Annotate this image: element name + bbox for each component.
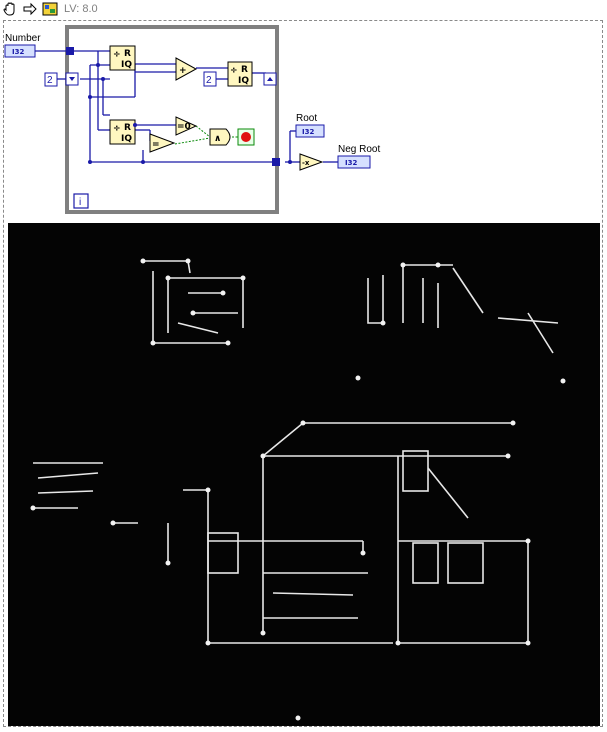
quotient-r-label: R <box>124 49 131 59</box>
and-node[interactable]: ∧ <box>210 129 230 145</box>
video-sketch <box>8 223 600 726</box>
number-type-tag: I32 <box>12 48 24 56</box>
neg-root-label: Neg Root <box>338 144 380 155</box>
add-node[interactable]: + <box>176 58 196 80</box>
equal-symbol: = <box>152 140 160 150</box>
negate-node[interactable]: -x <box>300 154 322 170</box>
quotient-remainder-node-1[interactable]: ÷ R IQ <box>110 46 135 70</box>
quotient-r-label-2: R <box>124 123 131 133</box>
neg-root-type-tag: I32 <box>345 159 357 167</box>
block-diagram: i Number I32 <box>0 0 607 222</box>
quotient-remainder-node-3[interactable]: ÷ R IQ <box>228 62 252 86</box>
negate-symbol: -x <box>302 159 310 167</box>
video-frame <box>8 223 600 726</box>
const-two-loop-value: 2 <box>206 75 212 86</box>
quotient-remainder-node-2[interactable]: ÷ R IQ <box>110 120 135 144</box>
stop-icon <box>241 132 251 142</box>
add-symbol: + <box>179 66 187 76</box>
svg-text:÷: ÷ <box>113 50 121 60</box>
svg-text:÷: ÷ <box>113 124 121 134</box>
quotient-iq-label: IQ <box>121 60 132 70</box>
loop-index-label: i <box>79 197 81 208</box>
and-symbol: ∧ <box>214 134 221 144</box>
quotient-r-label-3: R <box>241 65 248 75</box>
wire-junctions <box>88 63 292 164</box>
root-type-tag: I32 <box>302 128 314 136</box>
stop-terminal[interactable] <box>238 129 254 145</box>
output-tunnel <box>272 158 280 166</box>
number-label: Number <box>5 33 41 44</box>
quotient-iq-label-3: IQ <box>238 76 249 86</box>
const-two-input-value: 2 <box>47 75 53 86</box>
svg-text:÷: ÷ <box>230 66 238 76</box>
quotient-iq-label-2: IQ <box>121 134 132 144</box>
input-tunnel <box>66 47 74 55</box>
equal-zero-node[interactable]: =0 <box>176 117 196 135</box>
equal-node[interactable]: = <box>150 134 174 152</box>
root-label: Root <box>296 113 317 124</box>
equal-zero-symbol: =0 <box>177 122 191 132</box>
